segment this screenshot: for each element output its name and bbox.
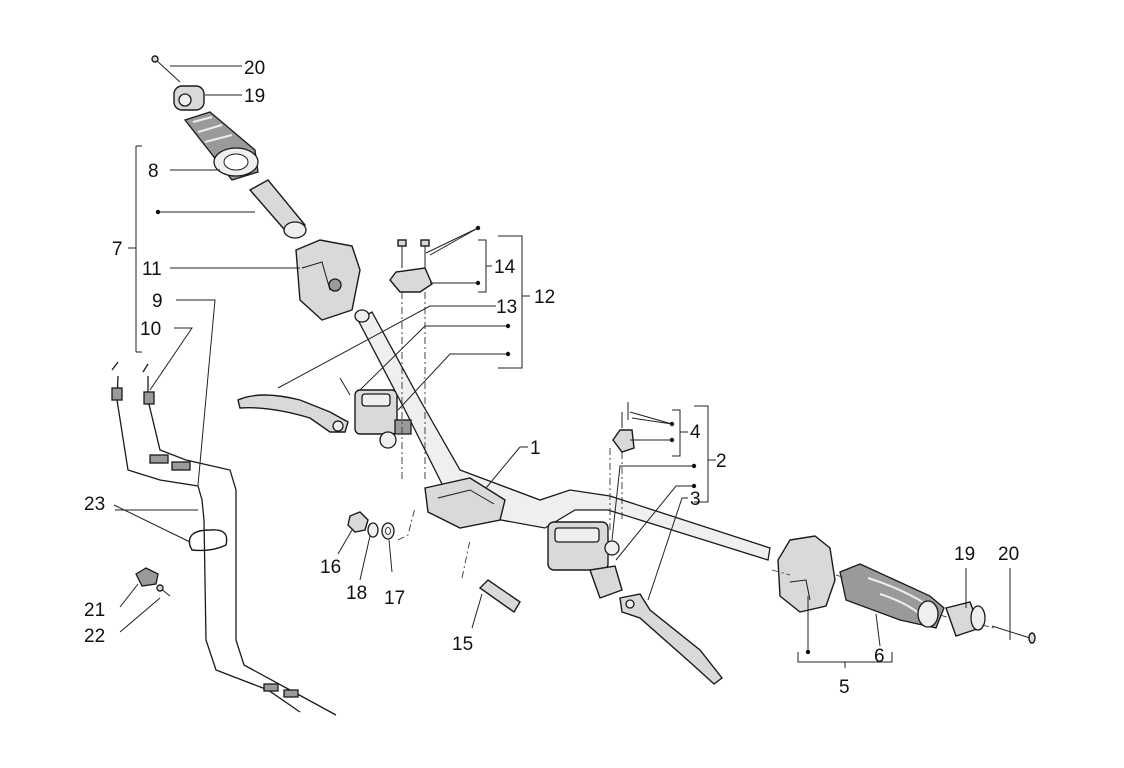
- label-21: 21: [84, 600, 105, 621]
- clamp-bolts-upper: [397, 239, 430, 268]
- right-switch-housing: [777, 535, 836, 613]
- label-5: 5: [839, 677, 850, 698]
- alignment-lines: [397, 292, 995, 629]
- label-20-top: 20: [244, 58, 265, 79]
- label-19-top: 19: [244, 86, 265, 107]
- cable-tie: [188, 529, 228, 552]
- part-number-labels: 20 19 8 7 11 9 10 14 12 13 1 4 2 3 23 16…: [84, 58, 1019, 698]
- nut-16: [347, 511, 369, 533]
- screw-22: [156, 584, 171, 597]
- washer-18: [367, 522, 379, 538]
- leader-lines: [113, 65, 1011, 668]
- label-9: 9: [152, 291, 163, 312]
- bolt-15: [478, 579, 521, 614]
- right-bar-end-bolt: [991, 625, 1036, 644]
- throttle-cables: [111, 361, 337, 716]
- label-23: 23: [84, 494, 105, 515]
- washer-17: [381, 522, 395, 540]
- label-22: 22: [84, 626, 105, 647]
- label-1: 1: [530, 438, 541, 459]
- label-12: 12: [534, 287, 555, 308]
- throttle-sleeve: [248, 179, 307, 239]
- right-brake-lever: [619, 593, 723, 685]
- left-bar-end-bolt: [151, 55, 181, 83]
- left-switch-housing: [295, 239, 361, 321]
- right-grip: [839, 563, 945, 629]
- label-17: 17: [384, 588, 405, 609]
- label-6: 6: [874, 646, 885, 667]
- left-brake-lever: [237, 394, 349, 433]
- right-master-cylinder: [547, 521, 623, 599]
- label-18: 18: [346, 583, 367, 604]
- label-13: 13: [496, 297, 517, 318]
- left-bar-end-weight: [173, 85, 205, 111]
- left-master-cylinder: [339, 377, 398, 449]
- label-20-right: 20: [998, 544, 1019, 565]
- left-grip: [183, 111, 259, 181]
- label-14: 14: [494, 257, 516, 278]
- cable-clip: [135, 567, 159, 587]
- label-7: 7: [112, 239, 123, 260]
- upper-clamp: [389, 267, 433, 293]
- label-3: 3: [690, 489, 701, 510]
- label-4: 4: [690, 422, 701, 443]
- label-16: 16: [320, 557, 341, 578]
- label-19-right: 19: [954, 544, 975, 565]
- leader-dots: [155, 209, 811, 655]
- label-11: 11: [142, 259, 162, 280]
- right-clamp-bolts: [612, 402, 635, 453]
- label-2: 2: [716, 451, 727, 472]
- label-15: 15: [452, 634, 473, 655]
- right-bar-end-weight: [945, 601, 986, 637]
- handlebar-clamp-block: [424, 477, 506, 529]
- label-10: 10: [140, 319, 161, 340]
- label-8: 8: [148, 161, 159, 182]
